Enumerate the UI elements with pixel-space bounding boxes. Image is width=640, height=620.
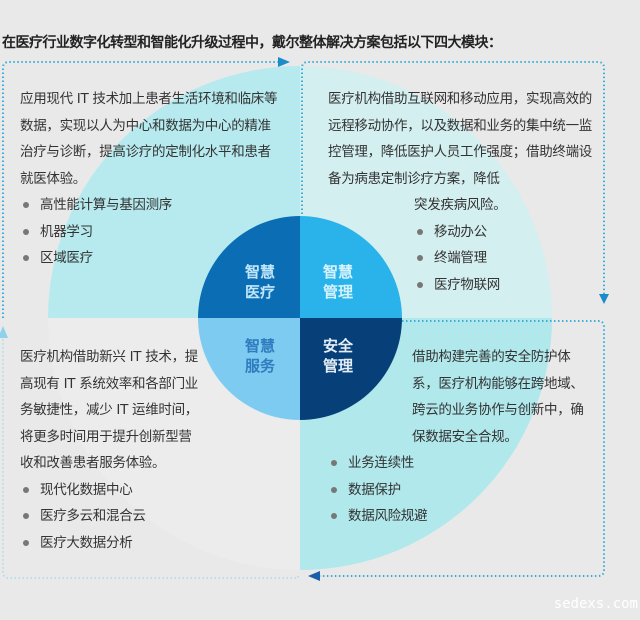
list-item: 医疗多云和混合云 — [20, 503, 276, 530]
arrow-left-icon — [308, 571, 320, 581]
list-item: 终端管理 — [414, 245, 592, 272]
label-smart-medical: 智慧 医疗 — [240, 262, 280, 302]
list-item: 移动办公 — [414, 219, 592, 246]
quadrant-smart-management — [300, 216, 402, 318]
list-item: 业务连续性 — [328, 450, 598, 477]
watermark: sedexs.com — [553, 596, 638, 612]
list-item: 区域医疗 — [20, 245, 282, 272]
description-tail: 突发疾病风险。 — [414, 197, 507, 213]
list-item: 机器学习 — [20, 219, 282, 246]
label-line: 智慧 — [322, 263, 353, 281]
label-line: 智慧 — [244, 263, 275, 281]
description: 借助构建完善的安全防护体系，医疗机构能够在跨地域、跨云的业务协作与创新中，确保数… — [412, 349, 584, 445]
label-smart-management: 智慧 管理 — [318, 262, 358, 302]
dotted-flow-borders — [2, 61, 605, 579]
label-smart-service: 智慧 服务 — [240, 336, 280, 376]
label-line: 管理 — [322, 283, 353, 301]
label-line: 服务 — [244, 357, 275, 375]
description: 应用现代 IT 技术加上患者生活环境和临床等数据，实现以人为中心和数据为中心的精… — [20, 91, 278, 187]
quadrant-security-management — [300, 318, 402, 420]
label-line: 管理 — [322, 357, 353, 375]
list-item: 医疗大数据分析 — [20, 530, 276, 557]
smart-service-panel: 医疗机构借助新兴 IT 技术，提高现有 IT 系统效率和各部门业务敏捷性，减少 … — [20, 344, 276, 556]
list-item: 数据保护 — [328, 477, 598, 504]
smart-medical-panel: 应用现代 IT 技术加上患者生活环境和临床等数据，实现以人为中心和数据为中心的精… — [20, 86, 282, 272]
page-title: 在医疗行业数字化转型和智能化升级过程中，戴尔整体解决方案包括以下四大模块： — [2, 35, 502, 51]
label-security-management: 安全 管理 — [318, 336, 358, 376]
smart-management-panel: 医疗机构借助互联网和移动应用，实现高效的远程移动协作，以及数据和业务的集中统一监… — [328, 86, 592, 298]
label-line: 安全 — [322, 337, 353, 355]
security-management-panel: 借助构建完善的安全防护体系，医疗机构能够在跨地域、跨云的业务协作与创新中，确保数… — [328, 344, 598, 530]
list-item: 高性能计算与基因测序 — [20, 192, 282, 219]
quadrant-smart-service — [198, 318, 300, 420]
description: 医疗机构借助新兴 IT 技术，提高现有 IT 系统效率和各部门业务敏捷性，减少 … — [20, 349, 199, 471]
arrow-down-icon — [599, 294, 609, 304]
label-line: 医疗 — [244, 283, 275, 301]
label-line: 智慧 — [244, 337, 275, 355]
list-item: 现代化数据中心 — [20, 477, 276, 504]
quadrant-smart-medical — [198, 216, 300, 318]
list-item: 数据风险规避 — [328, 503, 598, 530]
arrow-up-icon — [0, 326, 8, 338]
description: 医疗机构借助互联网和移动应用，实现高效的远程移动协作，以及数据和业务的集中统一监… — [328, 91, 592, 187]
center-circle — [198, 216, 402, 420]
list-item: 医疗物联网 — [414, 272, 592, 299]
arrow-right-icon — [278, 57, 290, 67]
